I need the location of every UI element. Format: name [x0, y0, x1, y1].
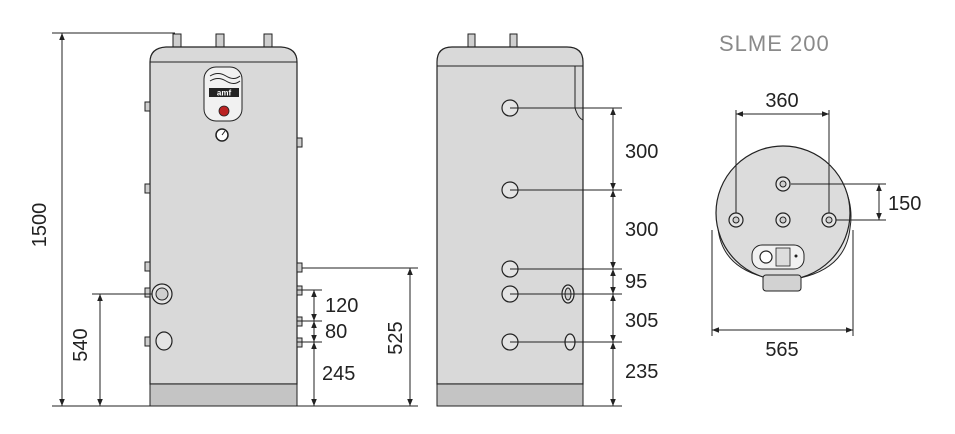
side-base-band: [436, 383, 584, 407]
right-stud: [296, 262, 303, 273]
side-tank-body: [436, 46, 584, 385]
dim-bottom-offset: 245: [322, 363, 355, 385]
front-outlet-port: [155, 331, 173, 351]
left-stud: [144, 101, 151, 112]
top-thermometer-icon: [759, 250, 773, 264]
left-stud: [144, 183, 151, 194]
model-title: SLME 200: [719, 31, 830, 56]
dim-spacing-80: 80: [325, 321, 347, 343]
dim-side-95: 95: [625, 271, 647, 293]
dim-height-total: 1500: [29, 203, 51, 248]
front-dimensions: 1500 540 120 80 245 525: [29, 32, 418, 407]
dim-side-235: 235: [625, 361, 658, 383]
left-stud: [144, 336, 151, 347]
dim-top-150: 150: [888, 193, 921, 215]
side-top-pipe-left: [467, 33, 476, 49]
brand-logo: amf: [209, 73, 241, 117]
top-view-tab: [762, 274, 802, 292]
front-view: amf: [144, 33, 303, 407]
left-stud: [144, 261, 151, 272]
dim-top-565: 565: [765, 339, 798, 361]
top-pipe-left: [172, 33, 182, 49]
front-inlet-port: [151, 283, 173, 305]
dim-side-305: 305: [625, 310, 658, 332]
left-stud: [144, 287, 151, 298]
side-top-pipe-right: [509, 33, 518, 49]
dim-top-360: 360: [765, 90, 798, 112]
top-dimensions: 360 150 565: [711, 90, 921, 361]
dim-side-300-a: 300: [625, 141, 658, 163]
top-pipe-middle: [215, 33, 225, 49]
side-dimensions: 300 300 95 305 235: [510, 107, 658, 407]
right-stud: [296, 137, 303, 148]
dim-inlet-height: 540: [70, 328, 92, 361]
front-base-band: [149, 383, 298, 407]
side-view: [436, 33, 584, 407]
top-view: [715, 145, 852, 292]
dim-spacing-120: 120: [325, 295, 358, 317]
top-pipe-right: [263, 33, 273, 49]
dim-left-525: 525: [385, 321, 407, 354]
dim-side-300-b: 300: [625, 219, 658, 241]
brand-logo-text: amf: [217, 89, 232, 98]
